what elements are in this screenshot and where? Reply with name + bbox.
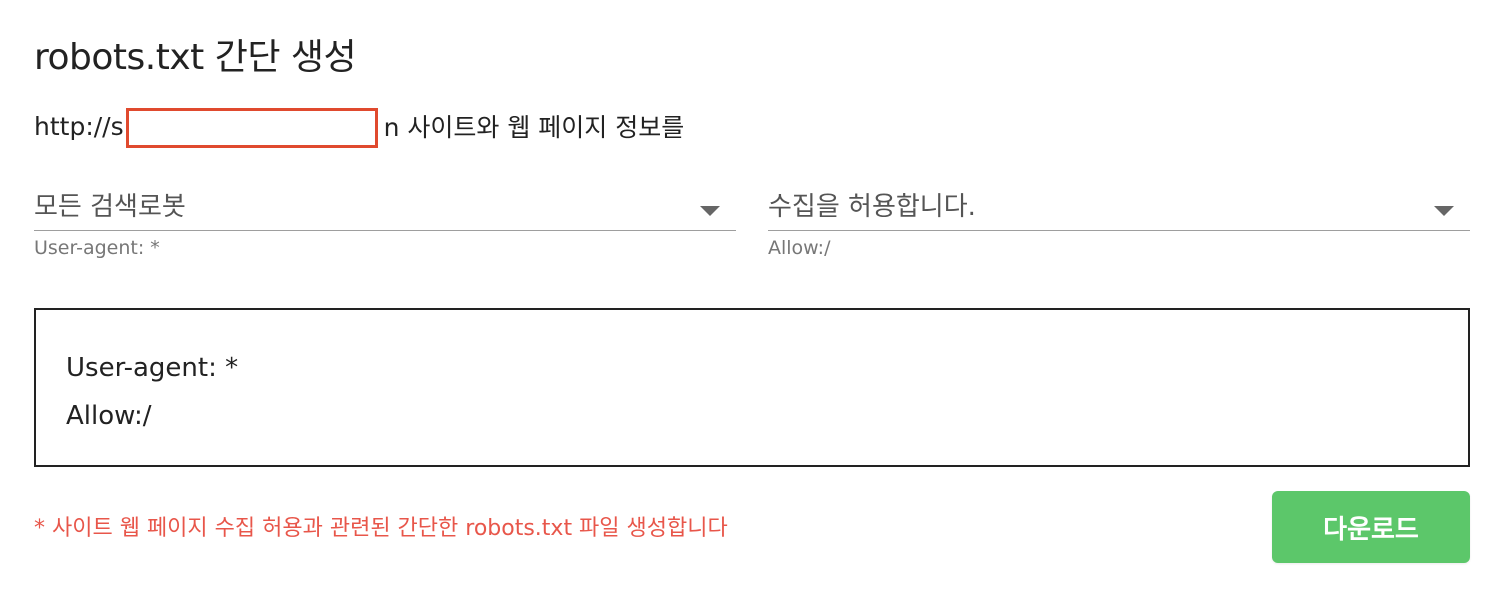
robot-select-help: User-agent: * (34, 237, 160, 259)
caret-down-icon (700, 206, 720, 216)
output-line-allow: Allow:/ (66, 401, 152, 431)
robot-select[interactable]: 모든 검색로봇 (34, 186, 736, 231)
permission-select[interactable]: 수집을 허용합니다. (768, 186, 1470, 231)
output-line-user-agent: User-agent: * (66, 353, 239, 383)
download-button[interactable]: 다운로드 (1272, 491, 1470, 563)
robot-select-field: 모든 검색로봇 User-agent: * (34, 186, 736, 259)
robots-output-box[interactable]: User-agent: * Allow:/ (34, 308, 1470, 467)
site-info-line: http://s n 사이트와 웹 페이지 정보를 (34, 106, 685, 148)
caret-down-icon (1434, 206, 1454, 216)
page-title: robots.txt 간단 생성 (34, 37, 357, 78)
permission-select-help: Allow:/ (768, 237, 831, 259)
info-note: * 사이트 웹 페이지 수집 허용과 관련된 간단한 robots.txt 파일… (34, 516, 728, 541)
permission-select-value: 수집을 허용합니다. (768, 192, 976, 222)
redacted-url-box (125, 108, 378, 148)
robot-select-value: 모든 검색로봇 (34, 192, 186, 222)
site-url-prefix: http://s (34, 111, 124, 141)
permission-select-field: 수집을 허용합니다. Allow:/ (768, 186, 1470, 259)
site-info-suffix: n 사이트와 웹 페이지 정보를 (383, 113, 685, 142)
